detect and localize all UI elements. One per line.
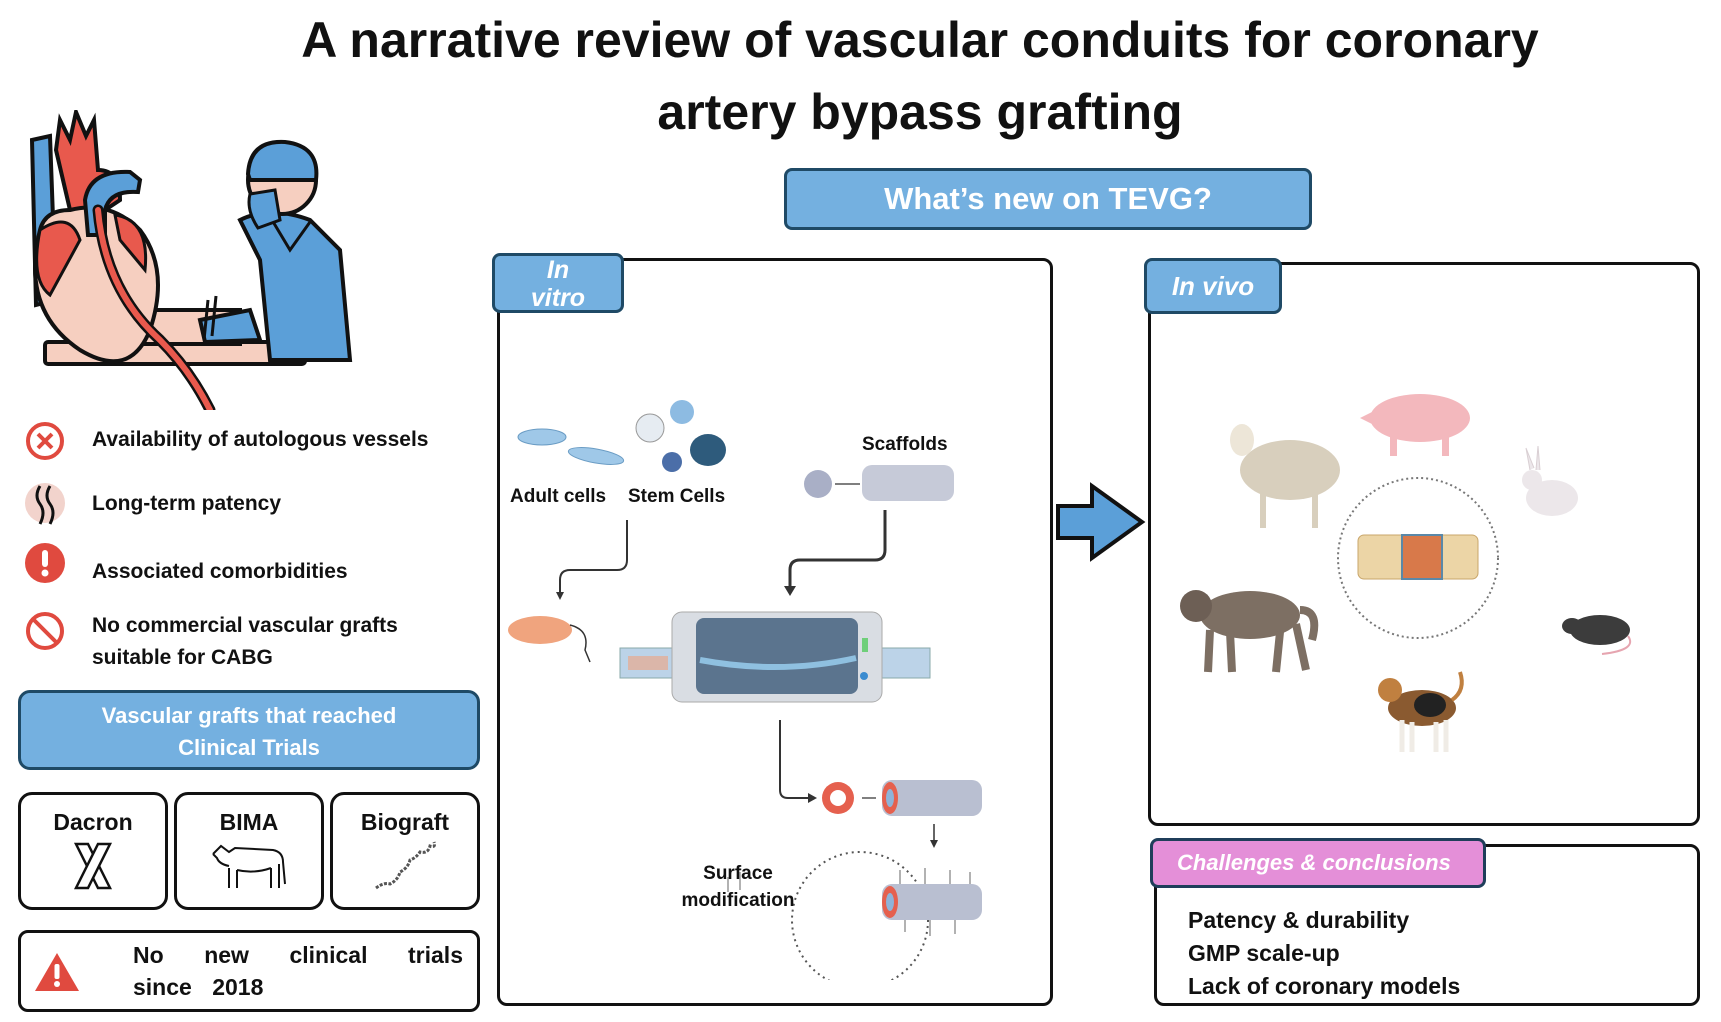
- x-graft-icon: [73, 842, 113, 890]
- cow-icon: [212, 844, 286, 888]
- bioreactor-chamber-shape: [696, 618, 858, 694]
- exclamation-circle-icon: [25, 543, 65, 583]
- rat-icon: [1562, 615, 1632, 655]
- prohibited-icon: [26, 612, 64, 650]
- surgeon-mask-shape: [247, 188, 282, 230]
- surface-modification-line2: modification: [681, 890, 795, 911]
- scaffold-disc-shape: [804, 470, 832, 498]
- scaffolds-label: Scaffolds: [862, 434, 948, 455]
- challenge-item: Lack of coronary models: [1188, 973, 1461, 999]
- whats-new-header: What’s new on TEVG?: [784, 168, 1312, 230]
- limitation-label-line2: suitable for CABG: [92, 646, 273, 669]
- graft-card-bima: BIMA: [174, 792, 324, 910]
- wavy-vessel-icon: [25, 483, 65, 525]
- page-title-line1: A narrative review of vascular conduits …: [301, 12, 1539, 68]
- stem-cell-shape: [662, 452, 682, 472]
- challenges-tag: Challenges & conclusions: [1150, 838, 1486, 888]
- stem-cells-label: Stem Cells: [628, 486, 726, 507]
- dog-icon: [1378, 671, 1464, 752]
- limitation-item: [24, 610, 66, 657]
- warning-box: No new clinical trials since 2018: [18, 930, 480, 1012]
- in-vivo-animal-models: [1180, 394, 1632, 752]
- right-arrow-icon: [1056, 482, 1146, 562]
- graft-label: BIMA: [219, 809, 279, 835]
- in-vitro-tag-line1: In: [546, 256, 570, 284]
- in-vitro-diagram: [508, 400, 982, 980]
- challenge-item: GMP scale-up: [1188, 940, 1340, 966]
- scaffold-tube-shape: [862, 465, 954, 501]
- in-vitro-tag: In vitro: [492, 253, 624, 313]
- bypass-graft-shape: [95, 207, 213, 410]
- stem-cell-shape: [635, 413, 665, 443]
- limitation-label: No commercial vascular grafts: [92, 614, 398, 637]
- modified-vessel-shape: [882, 884, 982, 920]
- limitation-label: Long-term patency: [92, 492, 282, 515]
- page-title-line2: artery bypass grafting: [657, 84, 1183, 140]
- pig-icon: [1360, 394, 1470, 456]
- warning-text: No new clinical trials since 2018: [133, 942, 463, 1000]
- in-vivo-tag: In vivo: [1144, 258, 1282, 314]
- limitation-label: Availability of autologous vessels: [92, 428, 429, 451]
- vessel-graft-icon: [375, 841, 436, 890]
- stem-cell-shape: [690, 434, 726, 466]
- adult-cell-shape: [517, 428, 567, 446]
- cell-cluster-shape: [508, 616, 572, 644]
- adult-cells-label: Adult cells: [510, 486, 607, 507]
- limitation-label: Associated comorbidities: [92, 560, 348, 583]
- limitation-item: [24, 542, 66, 589]
- warning-triangle-icon: [35, 953, 79, 991]
- surgeon-cap-shape: [245, 139, 319, 182]
- graft-card-biograft: Biograft: [330, 792, 480, 910]
- limitation-item: [24, 482, 66, 533]
- in-vitro-tag-line2: vitro: [530, 284, 586, 312]
- x-circle-icon: [26, 422, 64, 460]
- surface-modification-label: Surface modification: [668, 860, 808, 914]
- clinical-trials-header: Vascular grafts that reached Clinical Tr…: [18, 690, 480, 770]
- baboon-icon: [1180, 590, 1319, 673]
- clinical-trials-header-line2: Clinical Trials: [178, 735, 320, 760]
- limitation-item: [24, 420, 66, 467]
- challenge-item: Patency & durability: [1188, 907, 1410, 933]
- challenges-list: Patency & durability GMP scale-up Lack o…: [1188, 904, 1460, 1003]
- surgeon-heart-bypass-illustration: [29, 110, 353, 410]
- adult-cell-shape: [567, 447, 625, 465]
- graft-label: Biograft: [360, 809, 450, 835]
- graft-label: Dacron: [53, 809, 133, 835]
- graft-card-dacron: Dacron: [18, 792, 168, 910]
- surface-modification-line1: Surface: [703, 863, 773, 884]
- engineered-vessel-shape: [882, 780, 982, 816]
- clinical-trials-header-line1: Vascular grafts that reached: [101, 703, 397, 728]
- dotted-circle-shape: [1337, 477, 1499, 639]
- sheep-icon: [1230, 424, 1340, 528]
- rabbit-icon: [1522, 445, 1578, 516]
- stem-cell-shape: [670, 400, 694, 424]
